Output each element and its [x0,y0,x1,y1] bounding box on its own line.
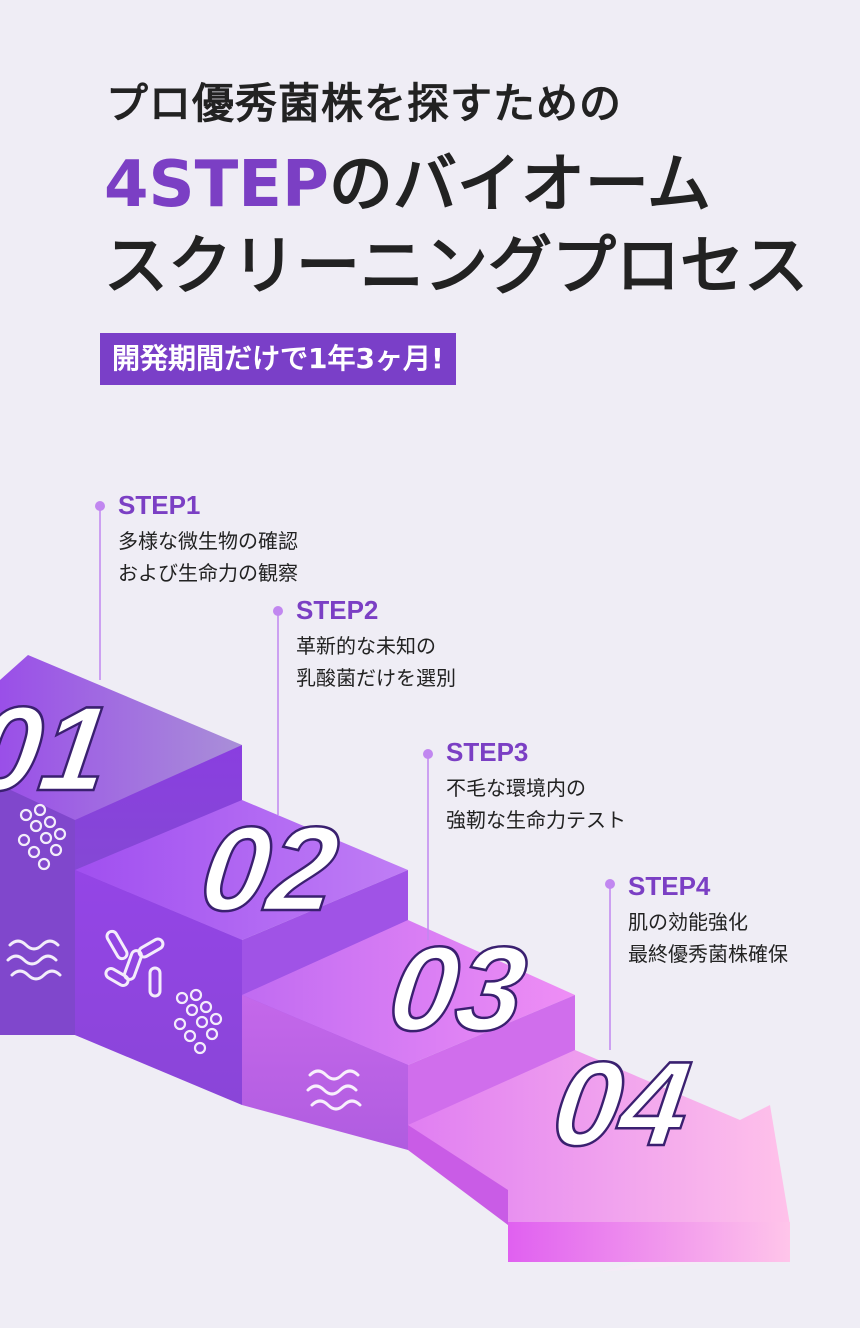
step1-front [0,785,75,1035]
step-number-03: 03 [382,922,534,1056]
heading-accent: 4STEP [104,148,329,222]
step-number-01: 01 [0,682,118,816]
step-1: STEP1 多様な微生物の確認 および生命力の観察 [118,489,298,589]
step-3-desc-line-1: 不毛な環境内の [446,776,586,800]
step-number-04: 04 [545,1037,697,1171]
microbe-icon-bacilli [104,929,165,998]
step2-top [75,800,408,940]
step-2-label: STEP2 [296,595,379,625]
step-1-description: 多様な微生物の確認 および生命力の観察 [118,525,298,589]
step-3-label: STEP3 [446,737,529,767]
microbe-icon-spirilla-1 [6,939,62,981]
heading-line-3: スクリーニングプロセス [104,230,808,304]
arrow-base [508,1222,790,1262]
heading-main: 4STEPのバイオーム スクリーニングプロセス [104,144,808,308]
step-1-desc-line-2: および生命力の観察 [118,561,298,585]
step3-top [242,920,575,1065]
step-4-description: 肌の効能強化 最終優秀菌株確保 [628,906,788,970]
step-4: STEP4 肌の効能強化 最終優秀菌株確保 [628,870,788,970]
step-3: STEP3 不毛な環境内の 強靭な生命力テスト [446,736,626,836]
arrow-shadow [600,1262,720,1272]
heading-line-1: プロ優秀菌株を探すための [106,79,623,128]
step-connectors [99,506,611,1050]
development-period-badge: 開発期間だけで1年3ヶ月! [100,333,456,385]
step-4-desc-line-1: 肌の効能強化 [628,910,748,934]
step4-front [408,1125,508,1225]
heading-line-2: 4STEPのバイオーム [104,144,808,226]
step4-top [408,1050,790,1225]
step-number-02: 02 [193,802,345,936]
step-3-desc-line-2: 強靭な生命力テスト [446,808,626,832]
step-2: STEP2 革新的な未知の 乳酸菌だけを選別 [296,594,456,694]
step-4-label: STEP4 [628,871,711,901]
step-2-description: 革新的な未知の 乳酸菌だけを選別 [296,630,456,694]
step-2-desc-line-2: 乳酸菌だけを選別 [296,666,456,690]
step-2-desc-line-1: 革新的な未知の [296,634,436,658]
step-1-desc-line-1: 多様な微生物の確認 [118,529,298,553]
step-1-label: STEP1 [118,490,201,520]
microbe-icon-spirilla-2 [306,1069,362,1111]
step-connector-dots [95,501,615,889]
microbe-icon-cocci-2 [173,988,223,1055]
step-4-desc-line-2: 最終優秀菌株確保 [628,942,788,966]
heading-line-2-rest: のバイオーム [328,148,711,222]
step-3-description: 不毛な環境内の 強靭な生命力テスト [446,772,626,836]
microbe-icon-cocci-1 [17,803,67,871]
